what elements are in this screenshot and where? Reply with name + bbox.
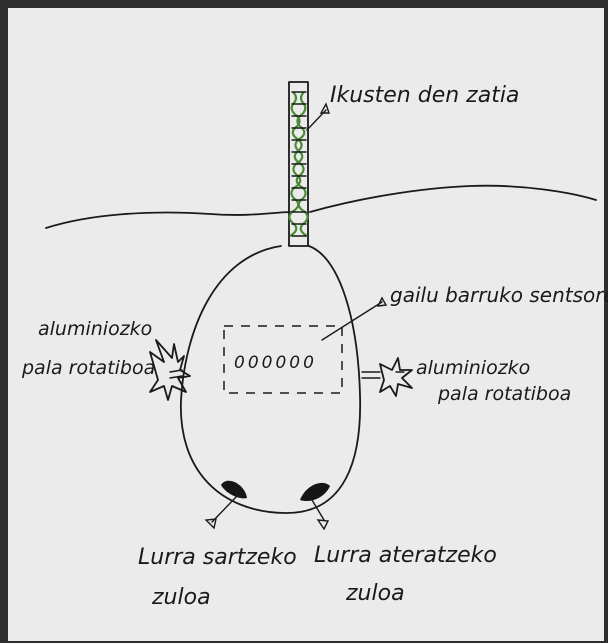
label-visible-part: Ikusten den zatia [330, 83, 519, 108]
label-outlet-1: Lurra ateratzeko [314, 543, 497, 568]
label-left-paddle-2: pala rotatiboa [21, 357, 155, 379]
label-sensors: gailu barruko sentsoreak [390, 283, 608, 307]
label-right-paddle-2: pala rotatiboa [437, 383, 571, 405]
label-outlet-2: zuloa [345, 581, 405, 606]
label-inlet-2: zuloa [151, 585, 211, 610]
sensor-row-label: 000000 [234, 353, 317, 373]
label-right-paddle-1: aluminiozko [416, 357, 530, 379]
label-left-paddle-1: aluminiozko [38, 318, 152, 340]
label-inlet-1: Lurra sartzeko [138, 545, 297, 570]
